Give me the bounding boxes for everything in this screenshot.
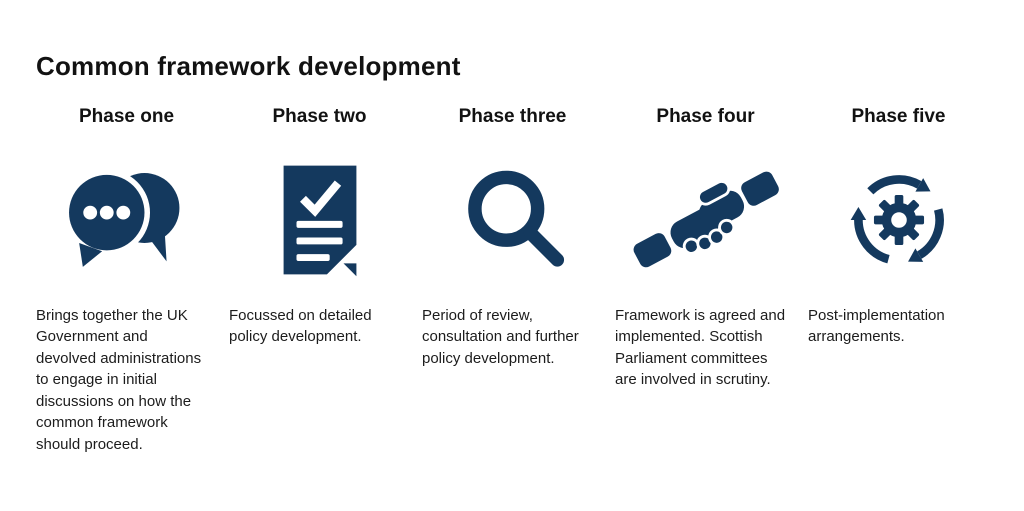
phase-one-column: Phase one Brings together the UK Gov bbox=[30, 100, 223, 455]
phase-three-heading: Phase three bbox=[458, 106, 567, 127]
chat-bubbles-icon bbox=[58, 162, 196, 277]
phase-three-description: Period of review, consultation and furth… bbox=[422, 307, 579, 367]
phase-two-column: Phase two Focussed on detailed policy de… bbox=[223, 100, 416, 455]
phase-four-description: Framework is agreed and implemented. Sco… bbox=[615, 307, 786, 389]
phases-row: Phase one Brings together the UK Gov bbox=[30, 100, 995, 455]
handshake-icon bbox=[625, 155, 787, 284]
phase-four-column: Phase four bbox=[609, 100, 802, 455]
phase-three-column: Phase three Period of review, consultati… bbox=[416, 100, 609, 455]
phase-one-heading: Phase one bbox=[78, 106, 175, 127]
phase-two-description: Focussed on detailed policy development. bbox=[229, 307, 372, 346]
checklist-document-icon bbox=[267, 160, 373, 280]
phase-two-heading: Phase two bbox=[272, 106, 367, 127]
phase-four-heading: Phase four bbox=[656, 106, 755, 127]
page-title: Common framework development bbox=[36, 51, 461, 82]
phase-five-description: Post-implementation arrangements. bbox=[808, 307, 945, 346]
magnifying-glass-icon bbox=[457, 164, 569, 276]
phase-one-description: Brings together the UK Government and de… bbox=[36, 307, 202, 453]
phase-five-heading: Phase five bbox=[851, 106, 946, 127]
continuous-cycle-gear-icon bbox=[842, 163, 956, 277]
phase-five-column: Phase five bbox=[802, 100, 995, 455]
